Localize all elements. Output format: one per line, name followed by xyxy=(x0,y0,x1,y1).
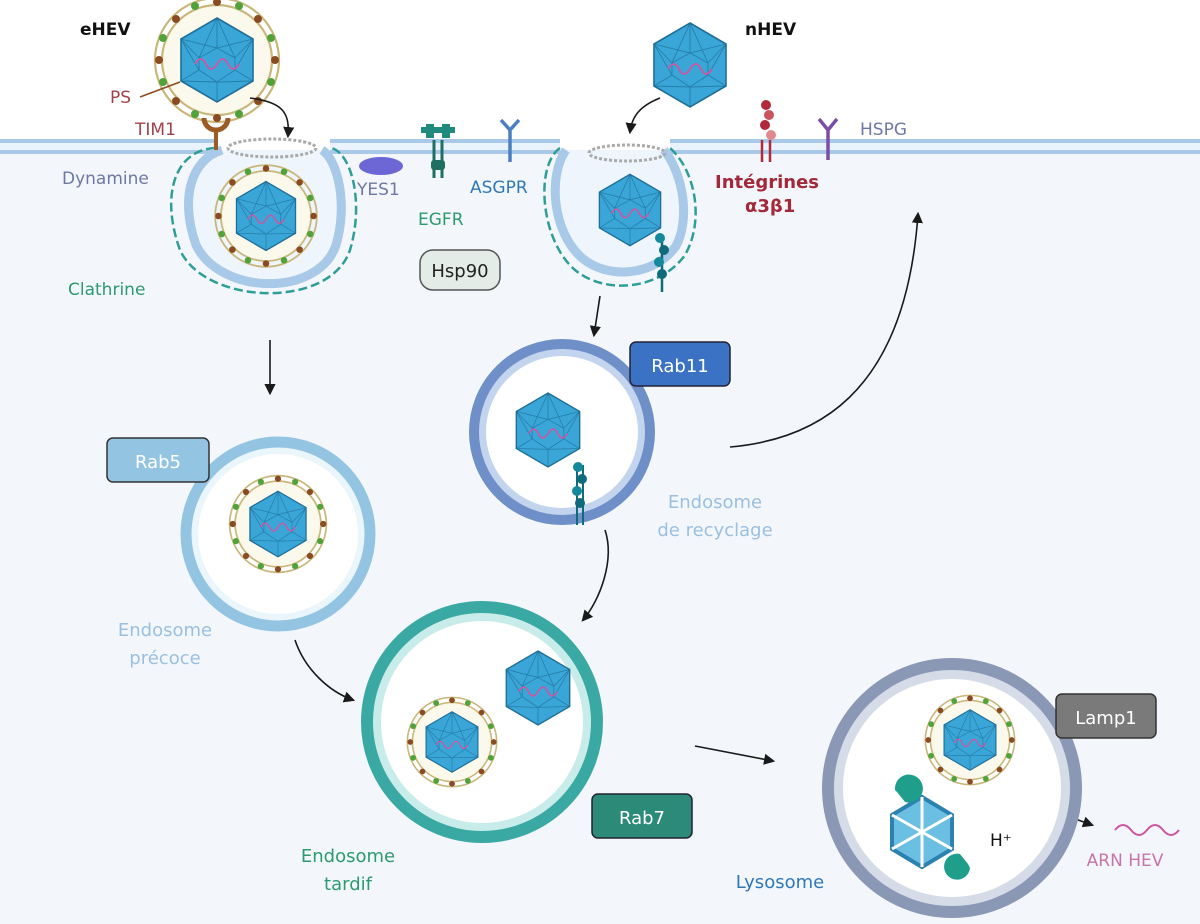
ehev-label: eHEV xyxy=(80,20,131,40)
ehev-virion xyxy=(155,0,279,122)
integrin-receptor-icon xyxy=(760,100,776,162)
clathrine-label: Clathrine xyxy=(68,280,145,300)
proton-label: H⁺ xyxy=(990,831,1012,851)
nhev-virion xyxy=(653,22,727,108)
nhev-label: nHEV xyxy=(745,20,797,40)
recycling-endosome-label: Endosome xyxy=(668,492,762,513)
early-endosome-sublabel: précoce xyxy=(129,648,200,669)
egfr-receptor-icon xyxy=(421,124,455,178)
late-endosome-sublabel: tardif xyxy=(324,874,373,895)
ps-pointer-line xyxy=(139,81,181,98)
integrines-label: Intégrines xyxy=(715,172,819,193)
lysosome xyxy=(822,658,1082,918)
dynamine-label: Dynamine xyxy=(62,169,149,189)
protease-icon xyxy=(894,774,970,880)
late-endosome-label: Endosome xyxy=(301,846,395,867)
dynamin-ring-2 xyxy=(587,143,667,163)
rab7-label: Rab7 xyxy=(619,808,665,829)
tim1-receptor-icon xyxy=(201,117,231,150)
asgpr-label: ASGPR xyxy=(470,178,528,198)
tim1-label: TIM1 xyxy=(134,120,176,140)
degraded-capsid-icon xyxy=(890,794,954,870)
lamp1-badge xyxy=(1055,693,1157,739)
asgpr-receptor-icon xyxy=(499,118,521,162)
lamp1-label: Lamp1 xyxy=(1075,708,1136,729)
rab11-badge xyxy=(629,341,731,387)
yes1-icon xyxy=(359,157,403,175)
clathrin-coated-pit xyxy=(169,137,358,295)
rab7-badge xyxy=(591,793,693,839)
early-endosome xyxy=(180,436,376,632)
rna-strand-icon xyxy=(1114,824,1180,836)
nhev-endocytic-pit xyxy=(543,143,697,292)
egfr-label: EGFR xyxy=(418,210,464,230)
yes1-label: YES1 xyxy=(356,180,400,200)
ps-label: PS xyxy=(110,88,131,108)
arn-label: ARN HEV xyxy=(1087,851,1164,871)
hspg-receptor-icon xyxy=(817,117,839,160)
recycling-endosome xyxy=(469,339,655,525)
hsp90-label: Hsp90 xyxy=(431,261,488,282)
rab5-label: Rab5 xyxy=(135,452,181,473)
late-endosome xyxy=(361,601,603,843)
rab11-label: Rab11 xyxy=(651,356,708,377)
early-endosome-label: Endosome xyxy=(118,620,212,641)
recycling-endosome-sublabel: de recyclage xyxy=(657,520,772,541)
plasma-membrane xyxy=(0,139,1200,154)
hsp90-box xyxy=(419,249,501,291)
dynamin-ring xyxy=(226,137,318,159)
rab5-badge xyxy=(106,437,210,483)
hspg-label: HSPG xyxy=(860,120,907,140)
lysosome-label: Lysosome xyxy=(736,872,824,893)
integrines-subtype-label: α3β1 xyxy=(745,196,795,217)
